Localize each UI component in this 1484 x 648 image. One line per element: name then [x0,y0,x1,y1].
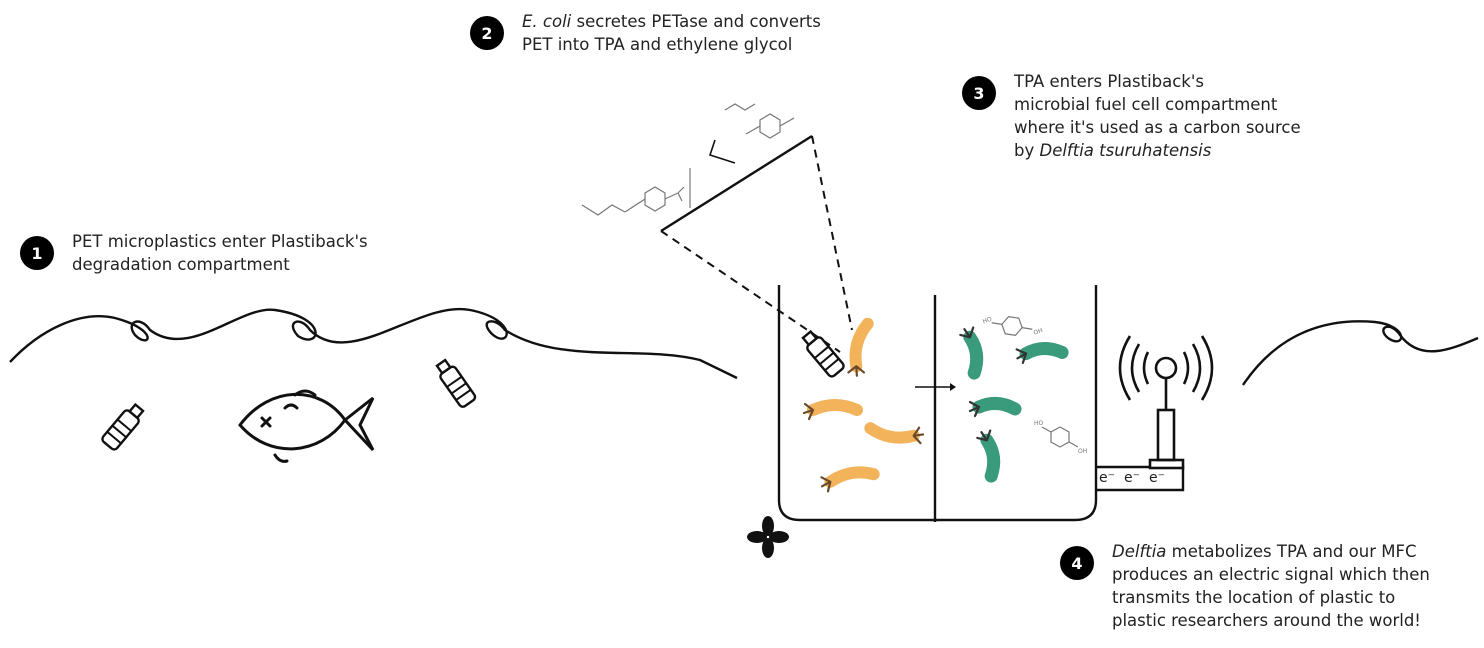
step-text: TPA enters Plastiback's microbial fuel c… [1014,72,1301,160]
step-number-badge: 2 [470,16,504,50]
step-text: Delftia metabolizes TPA and our MFC prod… [1112,542,1430,630]
electron-label: e⁻ [1124,470,1141,486]
zoom-line [660,134,813,233]
bacterium-icon [976,431,998,478]
bacterium-icon [804,404,857,419]
bottle-icon [99,400,148,453]
bacterium-icon [970,402,1015,416]
electron-label: e⁻ [1149,470,1166,486]
zoom-dash-right [811,135,853,331]
antenna-icon [1118,335,1214,470]
step-4: 4 Delftia metabolizes TPA and our MFC pr… [1060,540,1430,632]
molecule-icon [581,103,795,216]
bacterium-icon [1017,345,1063,363]
wave-right [1242,320,1479,386]
step-number-badge: 1 [20,236,54,270]
fish-icon [238,389,375,463]
electrode-ledge [1096,465,1185,492]
step-text: PET microplastics enter Plastiback's deg… [72,232,368,274]
arrow-head [950,383,956,391]
wave-left [9,307,738,380]
electron-label: e⁻ [1099,470,1116,486]
bacterium-icon [959,328,981,375]
bacterium-icon [869,419,924,443]
step-text: E. coli secretes PETase and converts PET… [522,12,821,54]
bottle-icon [798,327,847,380]
step-3: 3 TPA enters Plastiback's microbial fuel… [962,70,1301,162]
bacterium-icon [820,468,875,492]
step-1: 1 PET microplastics enter Plastiback's d… [20,230,368,276]
tank [777,285,1098,522]
step-2: 2 E. coli secretes PETase and converts P… [470,10,821,56]
molecule-icon [1033,419,1088,456]
fan-icon [747,516,789,558]
bottle-icon [432,356,478,410]
step-number-badge: 4 [1060,546,1094,580]
step-number-badge: 3 [962,76,996,110]
bacterium-icon [848,322,876,377]
